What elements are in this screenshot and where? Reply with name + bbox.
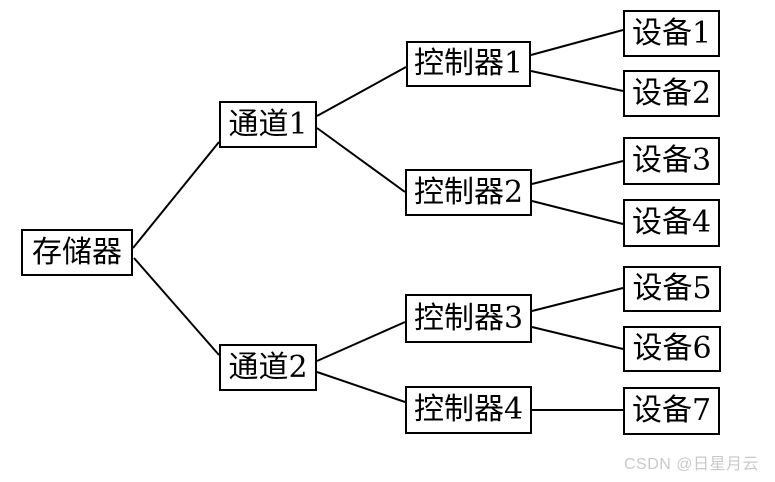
node-memory: 存储器 (21, 229, 133, 276)
node-controller-4: 控制器4 (405, 386, 532, 434)
node-controller-1: 控制器1 (406, 41, 531, 87)
edge-channel-1-to-controller-2 (316, 127, 406, 193)
node-device-4: 设备4 (623, 199, 720, 247)
node-channel-1: 通道1 (219, 101, 317, 148)
edge-channel-1-to-controller-1 (316, 66, 407, 117)
node-device-6: 设备6 (623, 326, 721, 372)
node-channel-2: 通道2 (219, 344, 317, 391)
edge-controller-3-to-device-6 (531, 326, 624, 350)
node-device-2: 设备2 (623, 70, 720, 117)
watermark: CSDN @日星月云 (623, 456, 759, 473)
edge-controller-2-to-device-4 (531, 200, 624, 225)
edge-controller-1-to-device-2 (530, 70, 624, 92)
edge-controller-1-to-device-1 (530, 29, 624, 56)
edge-channel-2-to-controller-3 (316, 321, 406, 362)
node-device-5: 设备5 (623, 266, 721, 312)
node-device-3: 设备3 (623, 137, 720, 185)
edge-channel-2-to-controller-4 (316, 371, 406, 403)
node-controller-3: 控制器3 (405, 294, 532, 343)
node-device-7: 设备7 (623, 387, 720, 435)
edge-memory-to-channel-1 (132, 141, 220, 249)
node-controller-2: 控制器2 (405, 169, 532, 216)
edge-memory-to-channel-2 (133, 257, 220, 356)
node-device-1: 设备1 (623, 10, 720, 57)
edge-controller-2-to-device-3 (531, 160, 624, 185)
edge-controller-3-to-device-5 (531, 287, 624, 312)
